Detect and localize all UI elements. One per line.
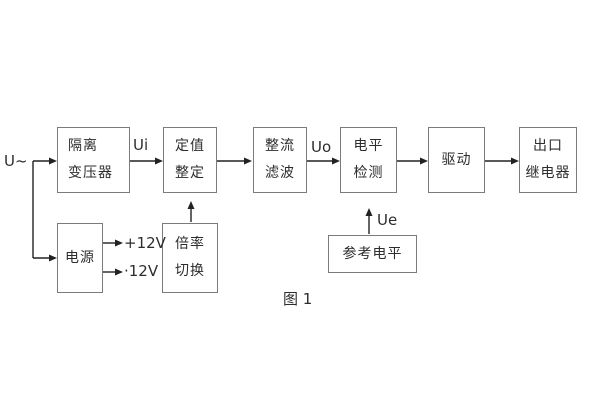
signal-label-ui: Ui [133,136,149,154]
block-ratio-switch-line1: 倍率 [175,236,205,252]
arrow-uo [307,157,340,165]
block-rectifier-filter-line1: 整流 [265,138,295,154]
block-power-supply: 电源 [57,223,103,293]
block-setting-adjust-line2: 整定 [175,165,205,181]
signal-label-uo: Uo [311,138,332,156]
signal-label-plus12v: +12V [124,234,166,252]
block-level-detect-line1: 电平 [353,138,384,154]
block-power-supply-label: 电源 [65,249,95,266]
arrow-ratio-to-setting [187,201,195,222]
block-output-relay-line2: 继电器 [525,165,571,181]
block-isolation-transformer-line2: 变压器 [68,165,113,181]
block-ratio-switch-line2: 切换 [175,263,205,279]
block-reference-level-label: 参考电平 [342,245,403,262]
block-output-relay: 出口 继电器 [519,127,577,193]
block-rectifier-filter: 整流 滤波 [253,127,307,193]
arrow-input-to-transformer [33,157,57,165]
signal-label-minus12v: ·12V [124,262,159,280]
block-drive-label: 驱动 [441,151,472,168]
figure-caption: 图 1 [283,290,313,308]
block-setting-adjust-line1: 定值 [175,138,205,154]
arrow-ui [130,157,163,165]
block-isolation-transformer: 隔离 变压器 [57,127,130,193]
arrow-minus12v [103,268,123,276]
arrow-ue [365,208,373,234]
block-rectifier-filter-line2: 滤波 [265,165,295,181]
signal-label-input: U~ [4,152,28,170]
block-ratio-switch: 倍率 切换 [162,223,218,293]
block-output-relay-line1: 出口 [533,138,563,154]
block-drive: 驱动 [428,127,485,193]
arrow-input-to-power [33,254,57,262]
arrow-level-to-drive [397,157,428,165]
block-reference-level: 参考电平 [328,235,417,273]
arrow-setting-to-rectifier [217,157,252,165]
block-level-detect: 电平 检测 [340,127,397,193]
signal-label-ue: Ue [377,211,398,229]
block-level-detect-line2: 检测 [353,165,384,181]
block-isolation-transformer-line1: 隔离 [68,138,98,154]
arrow-drive-to-relay [485,157,519,165]
block-setting-adjust: 定值 整定 [163,127,217,193]
arrow-plus12v [103,239,123,247]
